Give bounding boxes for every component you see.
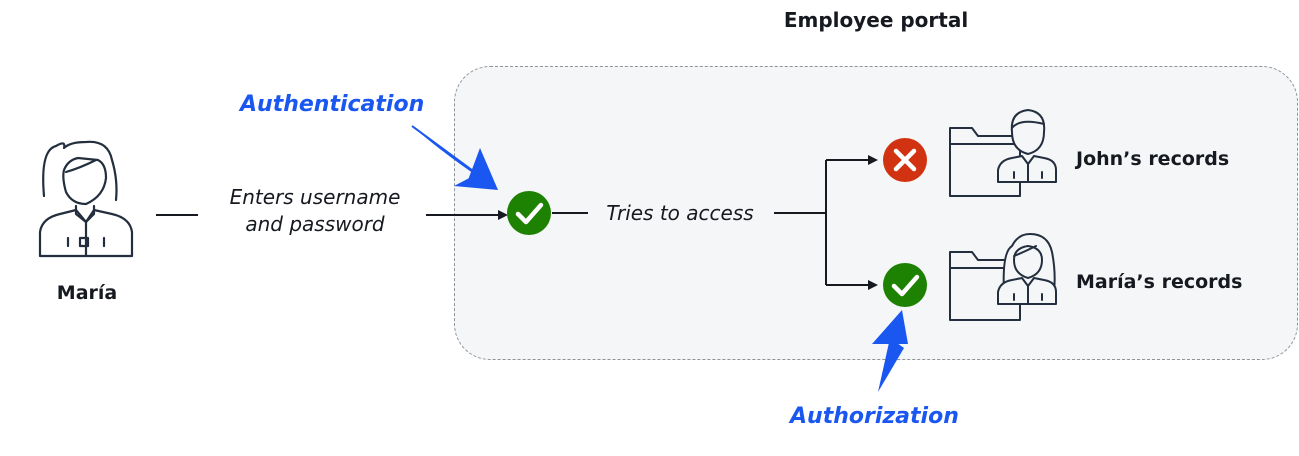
maria-records-label: María’s records bbox=[1076, 271, 1243, 293]
user-name-label: María bbox=[56, 282, 118, 304]
enters-credentials-label: Enters username and password bbox=[212, 184, 418, 238]
enters-credentials-line-1: Enters username bbox=[229, 185, 401, 209]
tries-to-access-label: Tries to access bbox=[606, 201, 754, 225]
authentication-callout: Authentication bbox=[240, 92, 425, 117]
john-person-icon bbox=[997, 109, 1057, 183]
access-denied-x-icon bbox=[883, 138, 927, 182]
access-granted-check-icon bbox=[883, 263, 927, 307]
authorization-callout: Authorization bbox=[790, 404, 959, 429]
john-records-label: John’s records bbox=[1076, 148, 1230, 170]
portal-title: Employee portal bbox=[783, 8, 969, 32]
employee-portal-boundary bbox=[454, 66, 1298, 360]
authorization-callout-arrow-icon bbox=[878, 338, 904, 392]
enters-credentials-line-2: and password bbox=[245, 212, 385, 236]
maria-person-icon bbox=[38, 140, 134, 258]
authentication-check-icon bbox=[507, 191, 551, 235]
maria-records-person-icon bbox=[997, 233, 1057, 305]
